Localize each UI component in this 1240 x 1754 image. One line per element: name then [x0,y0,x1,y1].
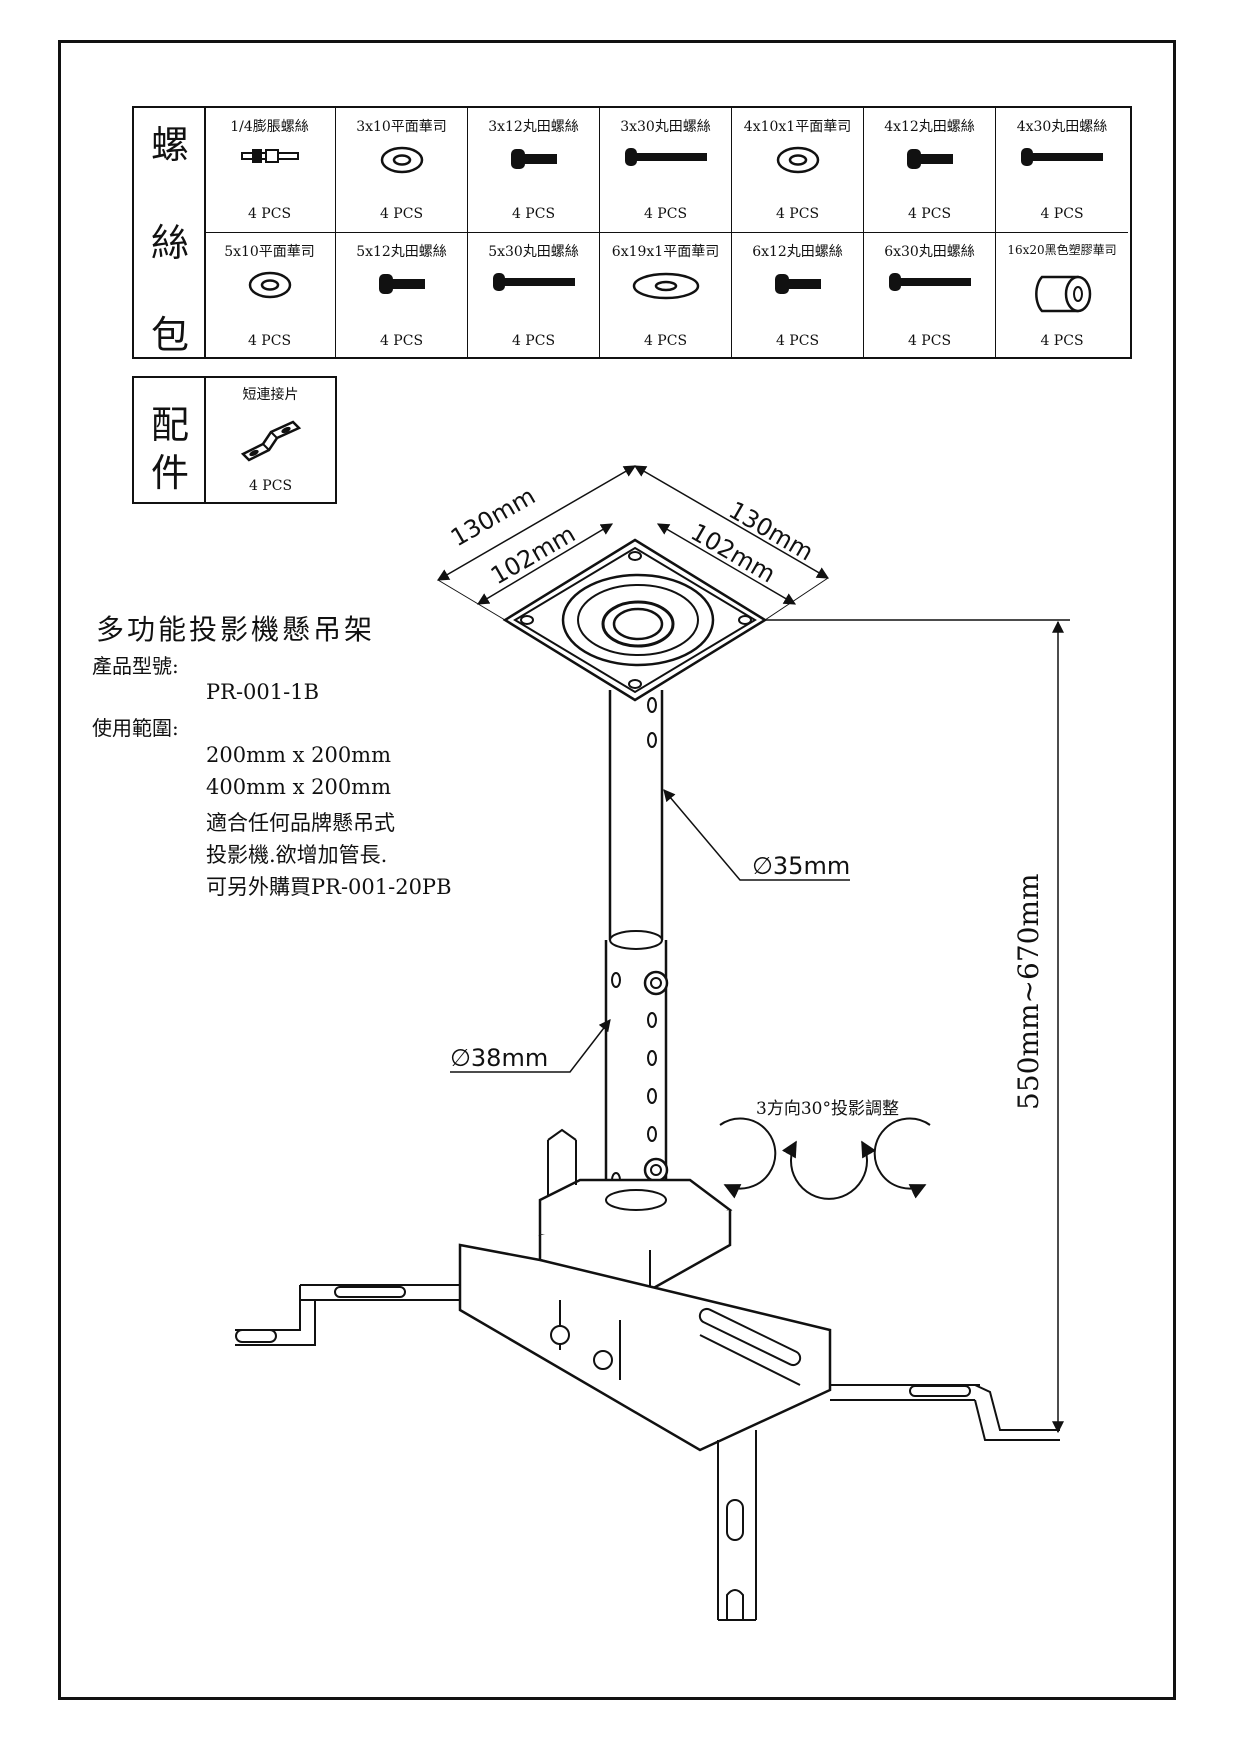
kit-item-name: 6x12丸田螺絲 [752,244,843,260]
kit-item-qty: 4 PCS [643,206,688,222]
range-label: 使用範圍: [92,716,179,740]
hardware-kit-table: 螺 絲 包 1/4膨脹螺絲 4 PCS 3x10平面華司 4 PCS 3x12丸田螺絲 4… [132,106,1132,359]
kit-item: 6x12丸田螺絲 4 PCS [732,233,864,359]
kit-title-char: 螺 [150,123,189,167]
range-line: 200mm x 200mm [206,743,392,767]
kit-item-name: 4x10x1平面華司 [743,119,852,135]
model-label: 產品型號: [92,654,179,678]
range-line: 400mm x 200mm [206,775,392,799]
kit-item: 4x30丸田螺絲 4 PCS [996,108,1128,233]
projector-bracket [235,1243,1060,1621]
kit-item-name: 4x12丸田螺絲 [884,119,975,135]
kit-item-qty: 4 PCS [907,333,952,349]
range-line: 投影機.欲增加管長. [206,843,388,867]
kit-item-name: 5x10平面華司 [224,244,315,260]
acc-title-char: 配 [150,403,189,447]
diameter-icon: ∅ [450,1044,471,1072]
kit-item: 3x12丸田螺絲 4 PCS [468,108,600,233]
upper-tube-diameter-value: 35mm [772,852,851,880]
kit-item: 5x30丸田螺絲 4 PCS [468,233,600,359]
kit-item: 6x19x1平面華司 4 PCS [600,233,732,359]
model-number: PR-001-1B [206,680,320,704]
kit-item-qty: 4 PCS [379,333,424,349]
tilt-clamp [538,1128,733,1292]
kit-item-qty: 4 PCS [1040,206,1084,222]
range-line: 適合任何品牌懸吊式 [206,811,395,835]
kit-item-qty: 4 PCS [775,333,820,349]
accessory-name: 短連接片 [242,387,299,403]
kit-item-name: 3x30丸田螺絲 [620,119,711,135]
accessory-qty: 4 PCS [248,478,293,494]
kit-item-name: 5x12丸田螺絲 [356,244,447,260]
hardware-kit-side-label: 螺 絲 包 [134,108,206,357]
height-dimension: 550mm~670mm [1012,873,1045,1110]
accessories-table: 配 件 短連接片 4 PCS [132,376,337,504]
kit-item-qty: 4 PCS [511,206,556,222]
kit-item: 4x10x1平面華司 4 PCS [732,108,864,233]
kit-title-char: 包 [150,313,189,357]
kit-item-name: 5x30丸田螺絲 [488,244,579,260]
rotation-note: 3方向30°投影調整 [756,1099,899,1119]
kit-item-qty: 4 PCS [643,333,688,349]
kit-item-qty: 4 PCS [775,206,820,222]
kit-item-name: 3x12丸田螺絲 [488,119,579,135]
kit-item-name: 4x30丸田螺絲 [1016,119,1108,135]
diameter-icon: ∅ [752,852,773,880]
kit-item: 5x10平面華司 4 PCS [204,233,336,359]
kit-item-qty: 4 PCS [907,206,952,222]
kit-item: 3x10平面華司 4 PCS [336,108,468,233]
upper-tube-diameter: ∅35mm [752,852,850,880]
lower-tube [604,940,669,1200]
kit-item-qty: 4 PCS [379,206,424,222]
kit-item-name: 16x20黑色塑膠華司 [1007,243,1117,257]
kit-item-qty: 4 PCS [247,206,292,222]
lower-tube-diameter: ∅38mm [450,1044,548,1072]
kit-item-qty: 4 PCS [511,333,556,349]
kit-item: 1/4膨脹螺絲 4 PCS [204,108,336,233]
kit-item: 16x20黑色塑膠華司 4 PCS [996,233,1128,359]
kit-item-qty: 4 PCS [247,333,292,349]
rotation-arrows-icon [719,1117,931,1200]
kit-item-qty: 4 PCS [1040,333,1084,349]
kit-item-name: 6x30丸田螺絲 [884,244,975,260]
kit-item: 3x30丸田螺絲 4 PCS [600,108,732,233]
upper-tube [608,690,664,950]
kit-item: 4x12丸田螺絲 4 PCS [864,108,996,233]
kit-item: 6x30丸田螺絲 4 PCS [864,233,996,359]
accessories-side-label: 配 件 [134,378,206,502]
kit-item-name: 1/4膨脹螺絲 [230,119,309,135]
kit-item-name: 3x10平面華司 [356,119,447,135]
acc-title-char: 件 [150,451,189,495]
kit-title-char: 絲 [150,221,189,265]
range-line: 可另外購買PR-001-20PB [206,875,452,899]
kit-item: 5x12丸田螺絲 4 PCS [336,233,468,359]
page-frame [58,40,1176,1700]
product-title: 多功能投影機懸吊架 [96,613,376,646]
kit-item-name: 6x19x1平面華司 [611,244,720,260]
connector-plate-icon [240,420,302,462]
lower-tube-diameter-value: 38mm [470,1044,549,1072]
